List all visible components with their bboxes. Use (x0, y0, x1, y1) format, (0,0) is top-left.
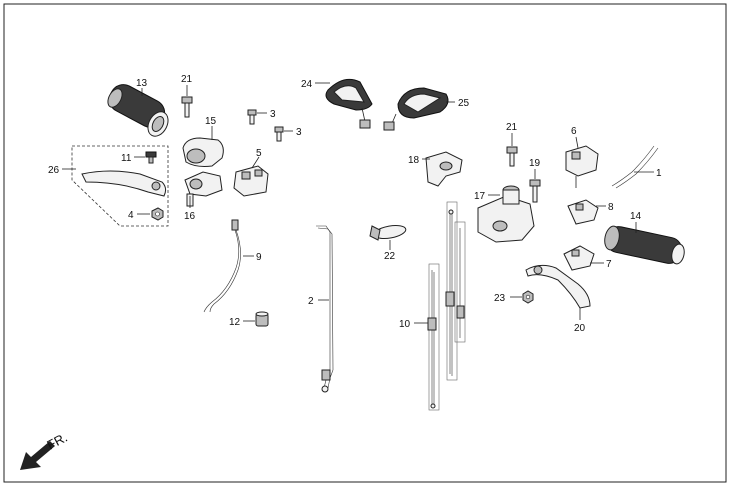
part-3-screw-lower (274, 126, 284, 142)
callout-4: 4 (128, 210, 134, 221)
part-23-nut (522, 290, 534, 304)
part-1-wire (611, 145, 659, 189)
callout-1: 1 (656, 168, 662, 179)
callout-3-lower: 3 (296, 127, 302, 138)
callout-9: 9 (256, 252, 262, 263)
callout-25: 25 (458, 98, 470, 109)
callout-8: 8 (608, 202, 614, 213)
part-21-bolt-right (506, 146, 518, 167)
part-10-throttle-cables (427, 201, 466, 411)
part-9-wire (203, 219, 241, 313)
part-24-left-mirror (325, 78, 373, 129)
callout-21-left: 21 (181, 74, 193, 85)
part-18-bracket (425, 151, 463, 187)
part-21-bolt-left (181, 96, 193, 118)
callout-3-upper: 3 (270, 109, 276, 120)
arrow-down-left-icon (20, 441, 55, 470)
callout-15: 15 (205, 116, 217, 127)
part-12-cap (255, 311, 269, 327)
callout-16: 16 (184, 211, 196, 222)
callout-17: 17 (474, 191, 486, 202)
callout-12: 12 (229, 317, 241, 328)
callout-5: 5 (256, 148, 262, 159)
part-25-right-mirror (383, 87, 449, 131)
callout-22: 22 (384, 251, 396, 262)
part-11-pivot-bolt (145, 151, 157, 164)
part-5-switch (233, 165, 269, 197)
part-22-clip (369, 224, 407, 241)
callout-7: 7 (606, 259, 612, 270)
part-26-left-lever (81, 170, 167, 197)
part-7-switch (563, 245, 595, 271)
part-15-clamp-cap (182, 137, 224, 167)
callout-18: 18 (408, 155, 420, 166)
part-16-lever-holder (184, 171, 223, 207)
callout-13: 13 (136, 78, 148, 89)
callout-26: 26 (48, 165, 60, 176)
diagram-frame (3, 3, 727, 483)
callout-21-right: 21 (506, 122, 518, 133)
part-17-master-cylinder (477, 185, 535, 243)
part-13-left-grip (107, 84, 169, 137)
callout-20: 20 (574, 323, 586, 334)
part-8-switch (567, 199, 599, 225)
callout-19: 19 (529, 158, 541, 169)
callout-24: 24 (301, 79, 313, 90)
callout-6: 6 (571, 126, 577, 137)
part-26-group-outline (71, 145, 169, 227)
part-6-right-switch (565, 145, 599, 188)
callout-11: 11 (121, 153, 132, 164)
part-4-nut (151, 207, 164, 221)
callout-10: 10 (399, 319, 411, 330)
callout-14: 14 (630, 211, 642, 222)
part-20-right-lever (525, 264, 591, 309)
part-3-screw-upper (247, 109, 257, 125)
part-19-bolt (529, 179, 541, 203)
callout-23: 23 (494, 293, 506, 304)
callout-2: 2 (308, 296, 314, 307)
part-14-right-grip (604, 225, 685, 265)
part-2-cable (316, 225, 334, 393)
